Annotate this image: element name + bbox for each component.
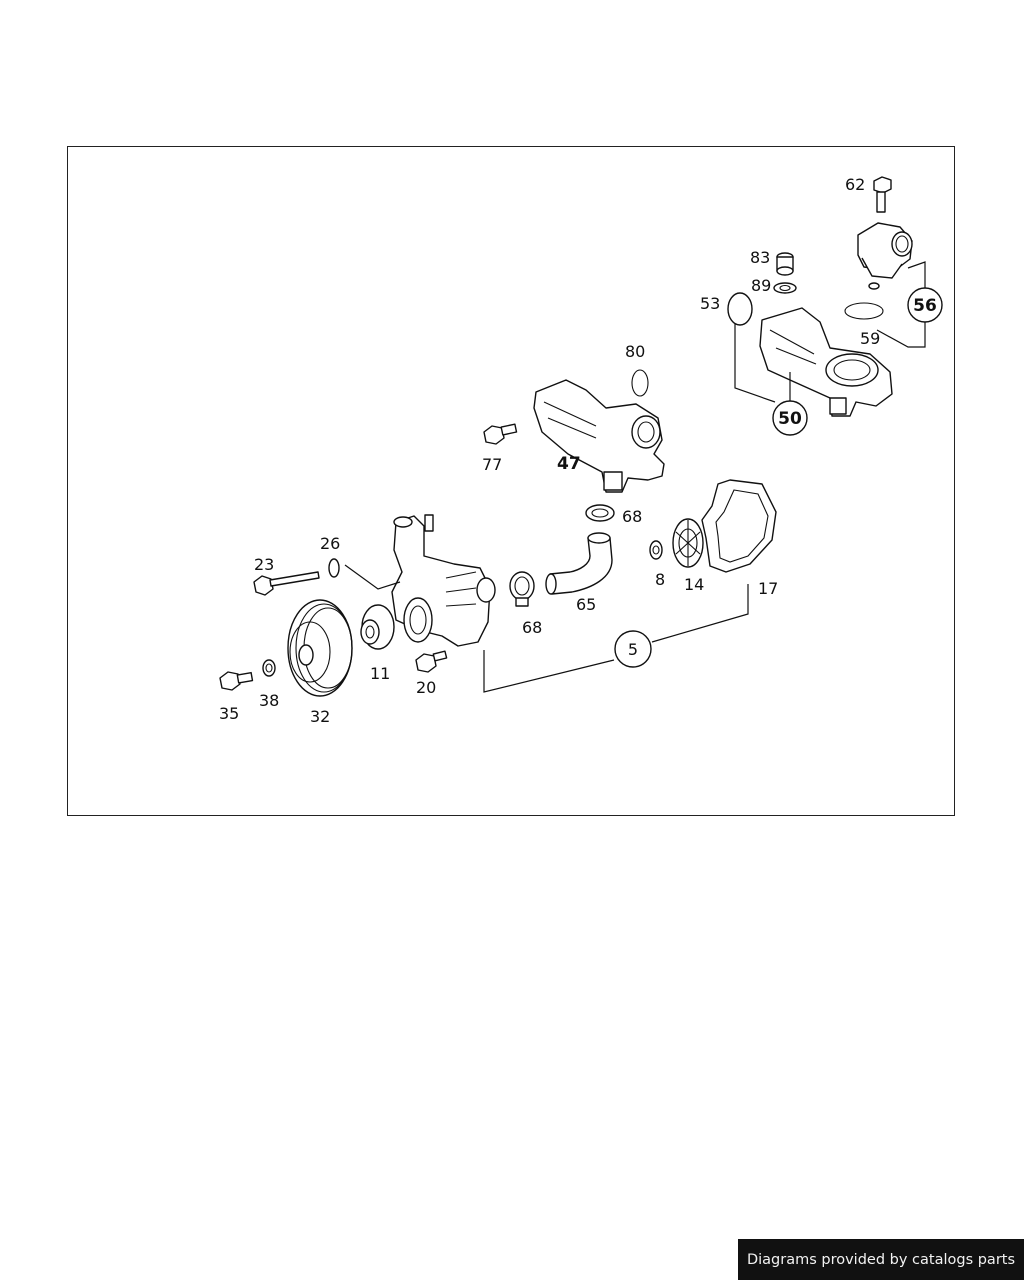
credit-text: Diagrams provided by catalogs parts bbox=[746, 1251, 1016, 1268]
label-35: 35 bbox=[219, 704, 239, 723]
part-14-impeller bbox=[672, 518, 704, 568]
label-20: 20 bbox=[416, 678, 436, 697]
part-68-clamp-upper bbox=[585, 504, 615, 522]
part-83-plug bbox=[776, 252, 794, 276]
label-47: 47 bbox=[557, 454, 581, 474]
part-47-thermostat-housing bbox=[533, 379, 665, 493]
label-68-upper: 68 bbox=[622, 507, 642, 526]
label-11: 11 bbox=[370, 664, 390, 683]
part-8-washer bbox=[649, 540, 663, 560]
label-62: 62 bbox=[845, 175, 865, 194]
callout-circle-5 bbox=[614, 630, 652, 668]
label-56: 56 bbox=[913, 296, 937, 316]
callout-circle-50 bbox=[772, 400, 808, 436]
part-50-housing bbox=[759, 307, 893, 417]
label-50: 50 bbox=[778, 409, 802, 429]
label-38: 38 bbox=[259, 691, 279, 710]
part-68-clamp-lower bbox=[509, 571, 535, 607]
part-26-washer bbox=[328, 558, 340, 578]
part-80-ring bbox=[631, 369, 649, 397]
part-23-bolt bbox=[253, 571, 320, 596]
label-80: 80 bbox=[625, 342, 645, 361]
label-68-lower: 68 bbox=[522, 618, 542, 637]
part-38-washer bbox=[262, 659, 276, 677]
label-23: 23 bbox=[254, 555, 274, 574]
part-35-bolt bbox=[219, 671, 254, 691]
label-17: 17 bbox=[758, 579, 778, 598]
part-56-housing-cover bbox=[857, 222, 913, 290]
part-59-ring bbox=[844, 302, 884, 320]
label-32: 32 bbox=[310, 707, 330, 726]
label-5: 5 bbox=[628, 640, 638, 659]
diagram-frame bbox=[67, 146, 955, 816]
part-89-washer bbox=[773, 282, 797, 294]
part-32-pulley bbox=[287, 599, 353, 697]
label-59: 59 bbox=[860, 329, 880, 348]
part-77-bolt bbox=[483, 423, 518, 445]
part-65-hose bbox=[545, 532, 613, 595]
part-17-gasket bbox=[701, 479, 777, 573]
part-11-hub bbox=[360, 604, 395, 650]
part-53-cap bbox=[727, 292, 753, 326]
label-89: 89 bbox=[751, 276, 771, 295]
callout-circle-56 bbox=[907, 287, 943, 323]
label-26: 26 bbox=[320, 534, 340, 553]
part-62-bolt bbox=[873, 176, 892, 213]
label-14: 14 bbox=[684, 575, 704, 594]
label-53: 53 bbox=[700, 294, 720, 313]
label-77: 77 bbox=[482, 455, 502, 474]
credit-banner: Diagrams provided by catalogs parts bbox=[738, 1239, 1024, 1280]
label-8: 8 bbox=[655, 570, 665, 589]
label-83: 83 bbox=[750, 248, 770, 267]
part-20-bolt bbox=[415, 650, 448, 673]
leader-lines bbox=[344, 261, 926, 693]
label-65: 65 bbox=[576, 595, 596, 614]
water-pump-body bbox=[391, 514, 496, 647]
